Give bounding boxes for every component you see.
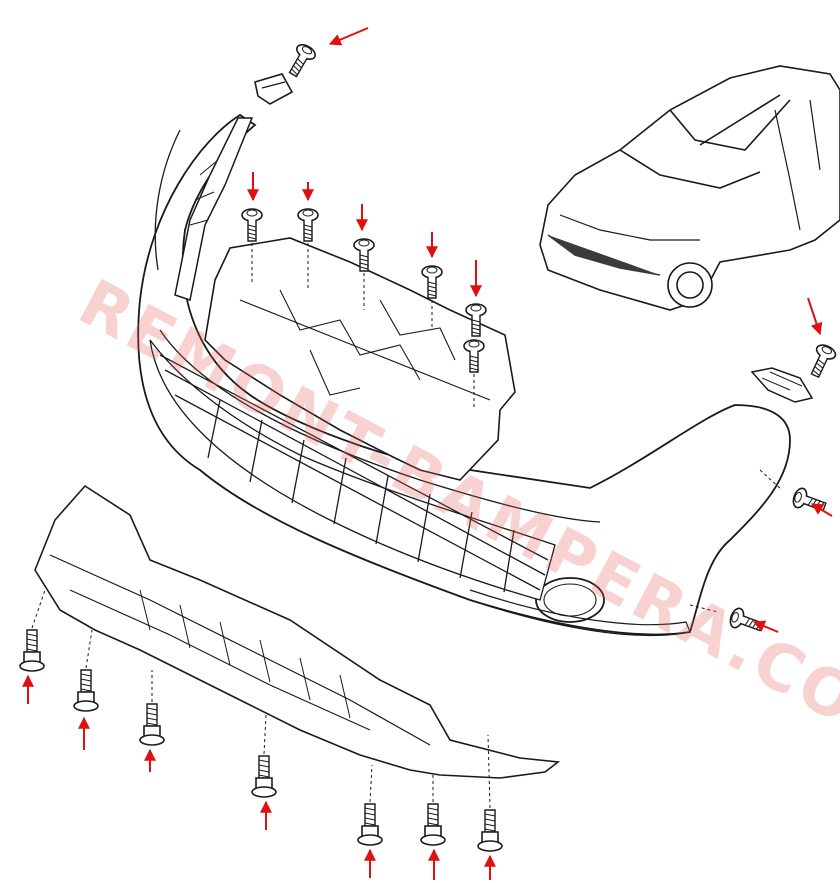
bracket-screws: [241, 172, 487, 410]
red-arrow-icon: [807, 297, 823, 336]
bolt-icon: [357, 803, 383, 846]
screw-icon: [297, 208, 319, 242]
bolt-icon: [251, 755, 277, 798]
screw-icon: [727, 605, 766, 638]
screw-icon: [805, 341, 839, 381]
bumper-side-bracket-left: [174, 117, 254, 301]
red-arrow-icon: [810, 503, 833, 517]
bolt-icon: [477, 809, 503, 852]
engine-splash-shield: [34, 484, 561, 779]
screw-icon: [790, 485, 829, 518]
bolt-icon: [139, 703, 165, 746]
shield-bolts: [19, 589, 503, 880]
clip-icon: [254, 73, 294, 105]
bolt-icon: [73, 669, 99, 712]
bumper-side-bracket-right: [750, 367, 814, 403]
bolt-icon: [420, 803, 446, 846]
red-arrow-icon: [328, 27, 369, 46]
car-overview: [539, 65, 840, 311]
upper-grille-bracket: [204, 237, 516, 481]
screw-icon: [241, 208, 263, 242]
bolt-icon: [19, 629, 45, 672]
screw-icon: [421, 265, 443, 299]
lower-grille: [149, 339, 556, 601]
red-arrow-icon: [752, 620, 779, 633]
screw-icon: [283, 41, 319, 81]
side-screws: [689, 297, 839, 638]
